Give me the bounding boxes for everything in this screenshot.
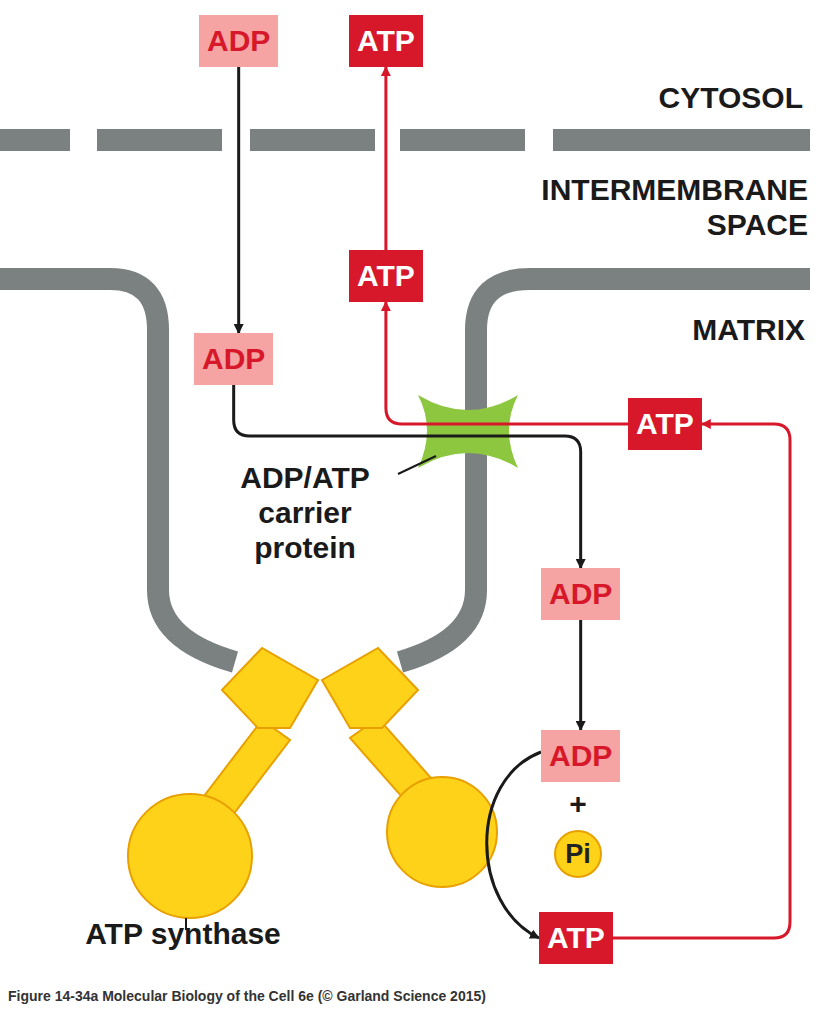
flow-arrow [487, 752, 541, 938]
phosphate-circle: Pi [554, 830, 602, 878]
flow-arrow [386, 302, 628, 424]
part-label: MATRIX [505, 312, 805, 347]
node-text: ADP [549, 577, 612, 610]
outer-membrane [553, 129, 810, 151]
leader-line [398, 456, 436, 474]
node-text: ADP [202, 342, 265, 375]
part-label: CYTOSOL [503, 80, 803, 115]
atp-synthase [128, 648, 497, 918]
outer-membrane [250, 129, 375, 151]
node-text: ATP [547, 921, 605, 954]
inner-membrane [400, 279, 810, 662]
flow-arrow [613, 424, 790, 938]
atp-box: ATP [539, 912, 613, 964]
adp-box: ADP [541, 568, 620, 620]
node-text: ADP [207, 24, 270, 57]
node-text: ATP [357, 259, 415, 292]
part-label: ATP synthase [53, 916, 313, 951]
outer-membrane [97, 129, 222, 151]
adp-box: ADP [194, 333, 273, 385]
node-text: Pi [565, 839, 591, 869]
adp-box: ADP [199, 15, 278, 67]
node-text: ADP [549, 739, 612, 772]
node-text: ATP [636, 407, 694, 440]
flow-arrow [384, 67, 387, 250]
flow-arrow [579, 620, 582, 730]
atp-box: ATP [349, 15, 423, 67]
atp-box: ATP [349, 250, 423, 302]
figure-caption: Figure 14-34a Molecular Biology of the C… [8, 988, 486, 1004]
part-label: INTERMEMBRANE SPACE [488, 172, 808, 242]
outer-membrane [400, 129, 525, 151]
adp-box: ADP [541, 730, 620, 782]
node-text: ATP [357, 24, 415, 57]
atp-box: ATP [628, 398, 702, 450]
plus-sign: + [558, 786, 598, 821]
flow-arrow [237, 67, 240, 333]
part-label: ADP/ATP carrier protein [205, 460, 405, 565]
outer-membrane [0, 129, 70, 151]
